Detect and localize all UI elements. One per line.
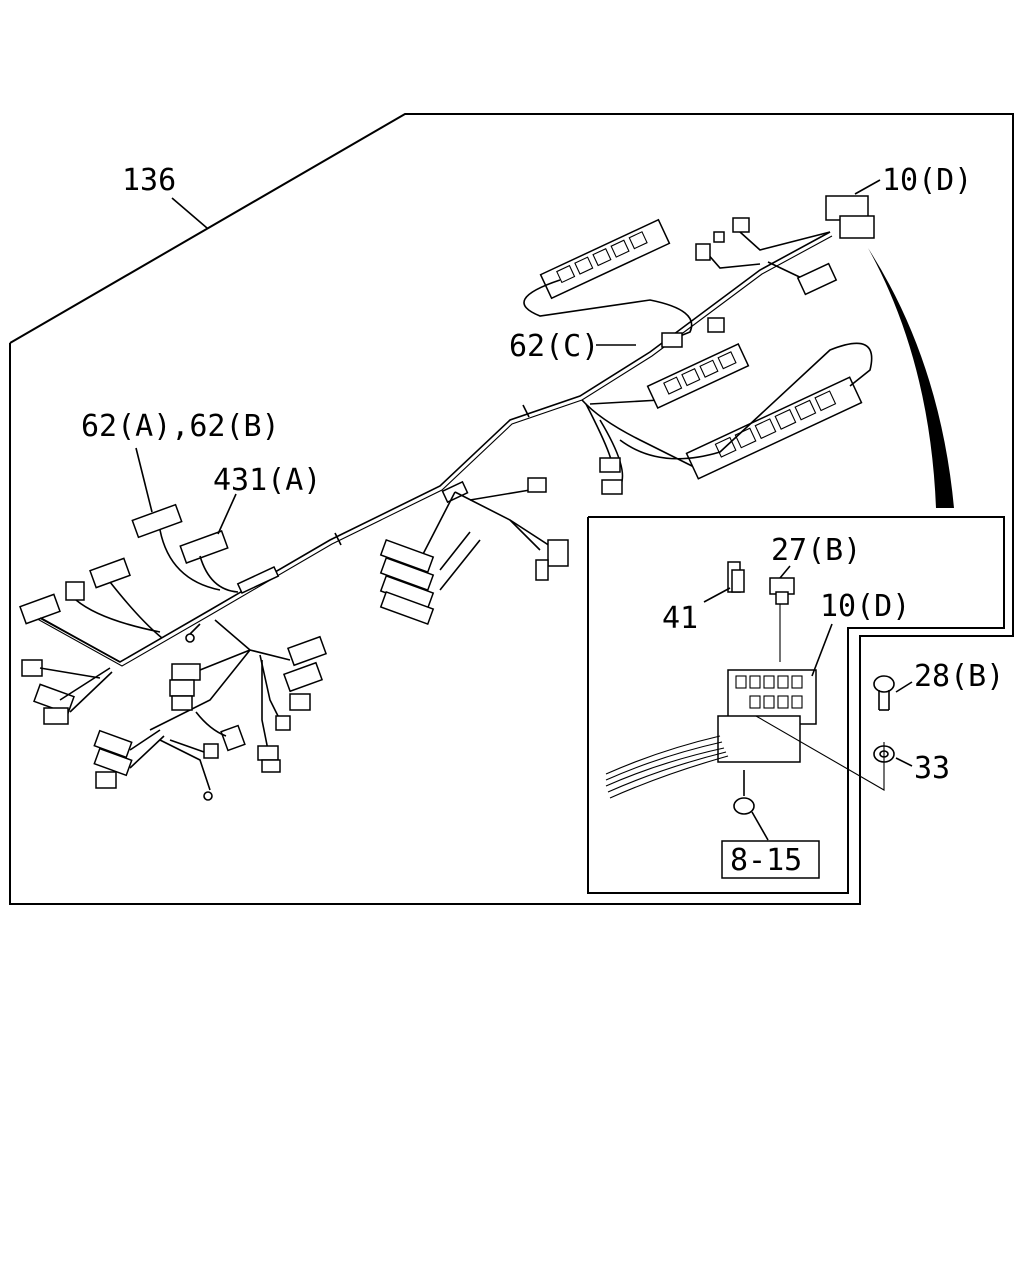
leader-41 (703, 587, 731, 603)
leader-28b (895, 681, 913, 693)
inset-pointer (868, 248, 954, 508)
connector-10d-inset (727, 669, 817, 725)
leader-136 (171, 197, 208, 229)
leader-27b (779, 565, 791, 579)
lower-left-branch (93, 619, 328, 801)
label-136: 136 (122, 163, 176, 198)
label-28b: 28(B) (914, 659, 1004, 694)
part-431a (179, 530, 229, 564)
left-branch (19, 447, 239, 725)
clip-62c (661, 332, 683, 348)
inset-frame (587, 516, 1005, 894)
right-branch (581, 342, 873, 495)
washer-33 (873, 745, 895, 763)
leader-431a (217, 493, 237, 535)
label-10d-inset: 10(D) (820, 589, 910, 624)
upper-right-branch (523, 179, 881, 348)
label-431a: 431(A) (213, 463, 321, 498)
bolt-28b (873, 675, 895, 693)
middle-branch (379, 477, 569, 626)
label-62c: 62(C) (509, 329, 599, 364)
fasteners (873, 675, 913, 767)
inset-detail (605, 561, 885, 879)
label-10d-top: 10(D) (882, 163, 972, 198)
label-27b: 27(B) (771, 533, 861, 568)
leader-33 (895, 757, 913, 767)
label-62ab: 62(A),62(B) (81, 409, 280, 444)
leader-8-15 (751, 811, 769, 841)
label-8-15: 8-15 (730, 843, 802, 878)
label-41: 41 (662, 601, 698, 636)
assembly-frame (9, 113, 1014, 905)
leader-10d-top (854, 179, 881, 195)
harness-trunk (29, 231, 833, 667)
leader-10d-inset (811, 623, 833, 677)
leader-62ab (135, 447, 153, 513)
ref-box-8-15 (721, 840, 820, 879)
clip-62ab (131, 503, 183, 539)
connector-block-top (539, 218, 671, 300)
label-33: 33 (914, 751, 950, 786)
